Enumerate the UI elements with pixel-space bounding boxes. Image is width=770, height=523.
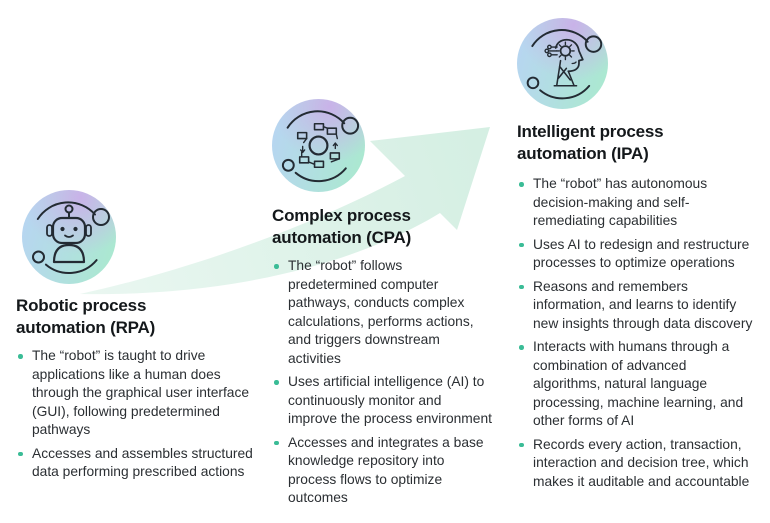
bullet-item: The “robot” follows predetermined comput…	[272, 257, 508, 368]
bullet-item: Uses AI to redesign and restructure proc…	[517, 236, 770, 273]
bullet-dot	[519, 284, 524, 289]
bullet-item: Records every action, transaction, inter…	[517, 436, 770, 492]
bullet-item: Accesses and integrates a base knowledge…	[272, 434, 508, 508]
bullet-text: Records every action, transaction, inter…	[533, 436, 750, 489]
bullet-text: Uses artificial intelligence (AI) to con…	[288, 374, 492, 426]
bullet-dot	[519, 182, 524, 187]
bullet-dot	[18, 451, 23, 456]
bullet-dot	[274, 440, 279, 445]
bullet-item: Interacts with humans through a combinat…	[517, 338, 770, 431]
robot-icon	[22, 190, 116, 284]
growth-arrow-shape	[80, 127, 490, 295]
bullet-text: The “robot” is taught to drive applicati…	[32, 348, 250, 437]
bullet-text: Accesses and assembles structured data p…	[32, 445, 253, 480]
stage-rpa-title: Robotic process automation (RPA)	[16, 296, 156, 337]
bullet-text: Interacts with humans through a combinat…	[533, 339, 744, 428]
stage-cpa-bullets: The “robot” follows predetermined comput…	[272, 257, 508, 508]
bullet-dot	[519, 242, 524, 247]
stage-rpa-bullets: The “robot” is taught to drive applicati…	[16, 347, 278, 482]
ai-head-icon	[517, 18, 608, 109]
bullet-item: Uses artificial intelligence (AI) to con…	[272, 373, 508, 429]
bullet-item: The “robot” is taught to drive applicati…	[16, 347, 278, 440]
bullet-text: The “robot” has autonomous decision-maki…	[533, 176, 708, 228]
bullet-dot	[519, 442, 524, 447]
bullet-item: Accesses and assembles structured data p…	[16, 445, 278, 482]
stage-cpa: Complex process automation (CPA) The “ro…	[272, 99, 508, 513]
bullet-text: The “robot” follows predetermined comput…	[288, 258, 474, 366]
stage-rpa: Robotic process automation (RPA) The “ro…	[16, 190, 278, 487]
bullet-dot	[18, 354, 23, 359]
stage-ipa: Intelligent process automation (IPA) The…	[517, 18, 770, 496]
bullet-text: Uses AI to redesign and restructure proc…	[533, 236, 750, 271]
bullet-item: The “robot” has autonomous decision-maki…	[517, 175, 770, 231]
stage-ipa-bullets: The “robot” has autonomous decision-maki…	[517, 175, 770, 491]
bullet-dot	[274, 380, 279, 385]
bullet-text: Accesses and integrates a base knowledge…	[288, 434, 484, 506]
bullet-dot	[519, 345, 524, 350]
bullet-text: Reasons and remembers information, and l…	[533, 278, 753, 331]
stage-cpa-title: Complex process automation (CPA)	[272, 206, 412, 247]
bullet-dot	[274, 264, 279, 269]
stage-ipa-title: Intelligent process automation (IPA)	[517, 122, 664, 163]
workflow-icon	[272, 99, 365, 192]
bullet-item: Reasons and remembers information, and l…	[517, 278, 770, 334]
